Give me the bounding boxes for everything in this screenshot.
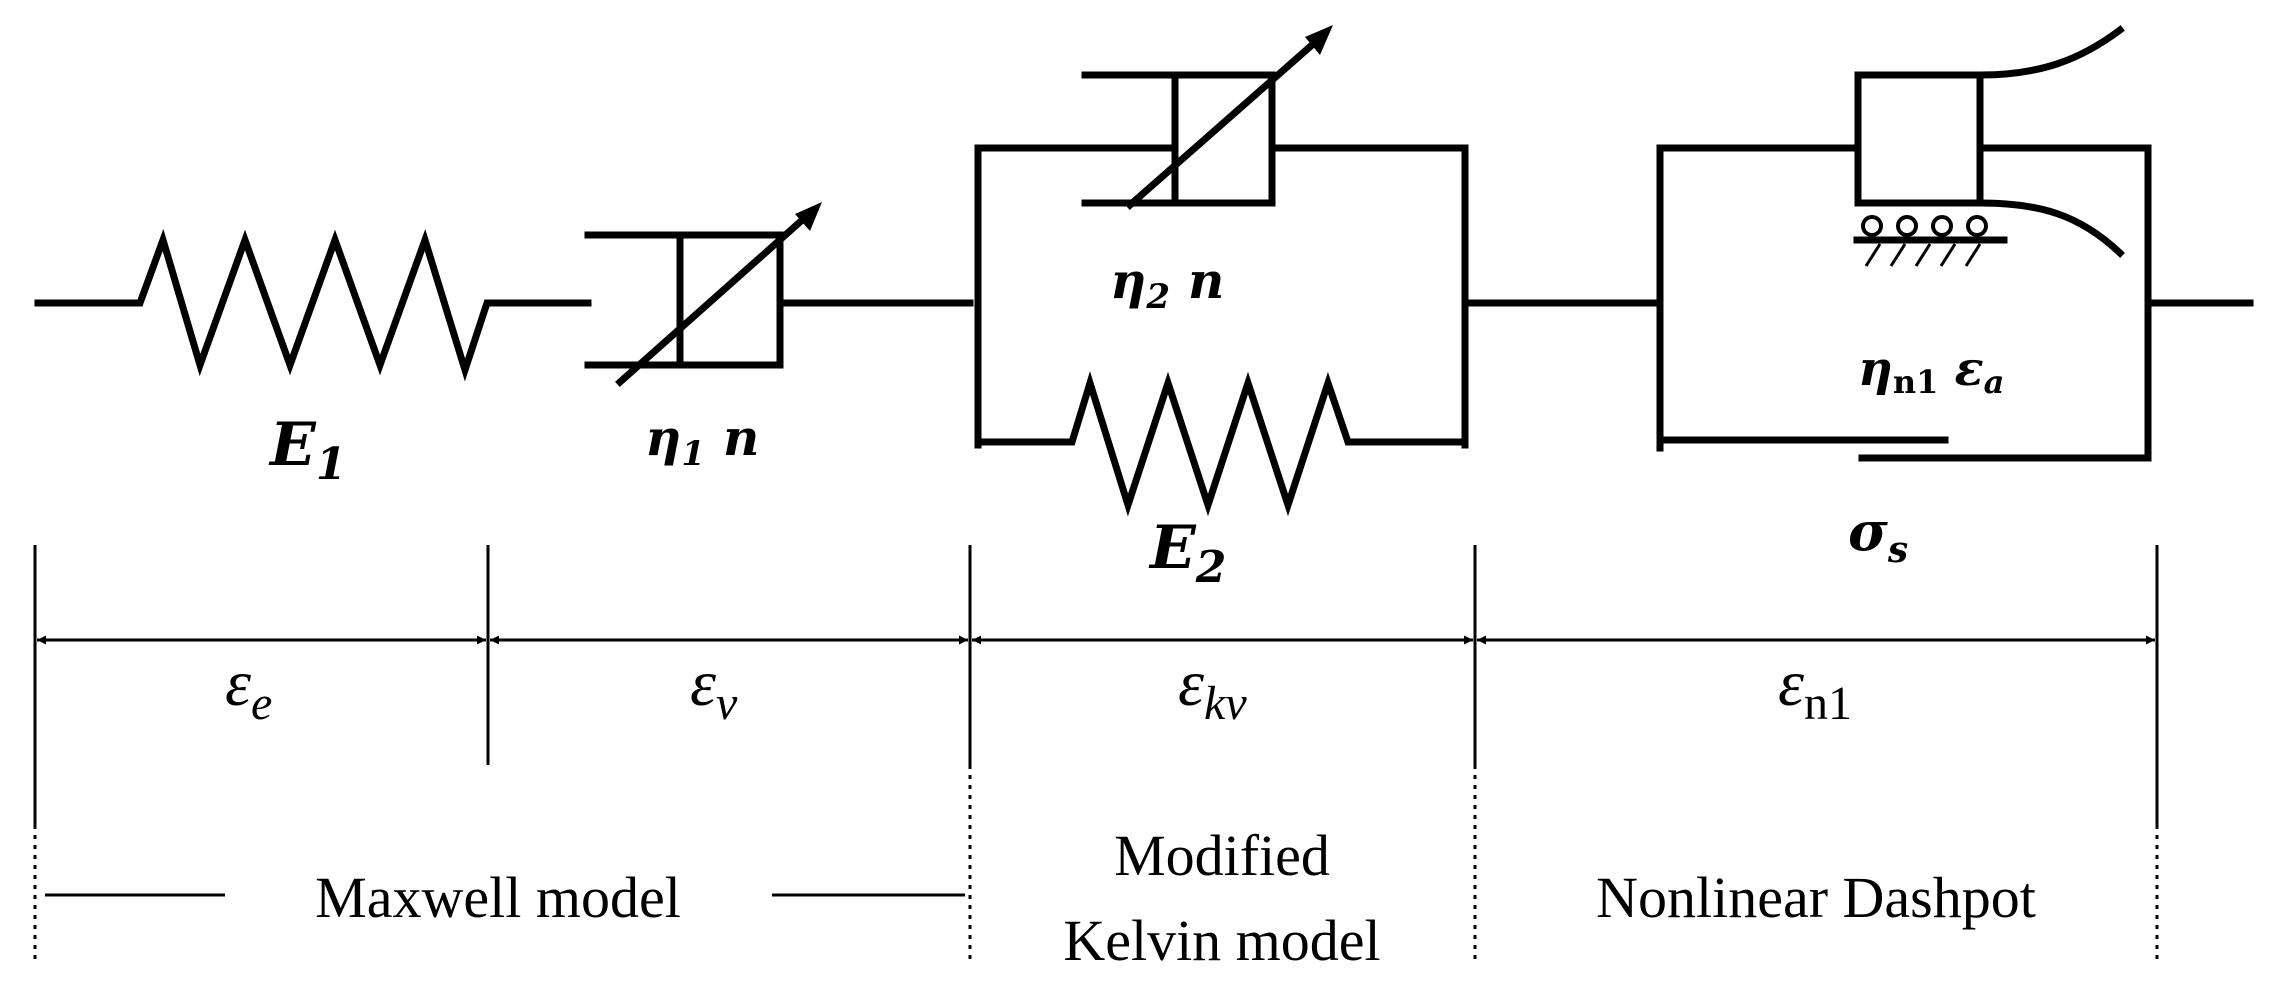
label-e2: E2	[1148, 513, 1226, 593]
label-e1: E1	[268, 410, 346, 490]
kelvin-unit	[974, 25, 1469, 517]
variable-arrow-eta2	[1125, 40, 1317, 210]
label-sigma-s: σs	[1848, 499, 1908, 571]
strain-eps-v: εv	[690, 647, 738, 730]
caption-maxwell-model: Maxwell model	[315, 865, 681, 930]
caption-kelvin-model: Kelvin model	[1063, 908, 1380, 973]
strain-eps-e: εe	[225, 647, 272, 730]
nonlinear-dashpot-unit	[1656, 25, 2254, 462]
friction-slider-sigma-s	[1656, 436, 2152, 462]
mechanical-model	[34, 25, 2254, 517]
roller-support	[1861, 215, 1988, 267]
caption-modified: Modified	[1114, 823, 1330, 888]
model-captions: Maxwell model Modified Kelvin model Nonl…	[45, 823, 2036, 973]
spring-e1	[34, 228, 592, 382]
strain-eps-kv: εkv	[1178, 647, 1247, 730]
strain-eps-n1: εn1	[1778, 647, 1852, 730]
piston-box	[1854, 71, 1984, 207]
spring-e2	[974, 371, 1469, 517]
variable-arrow-eta1	[615, 217, 805, 387]
dashpot-eta1	[584, 202, 974, 387]
strain-dimensions	[33, 545, 2159, 965]
caption-nonlinear-dashpot: Nonlinear Dashpot	[1596, 865, 2036, 930]
